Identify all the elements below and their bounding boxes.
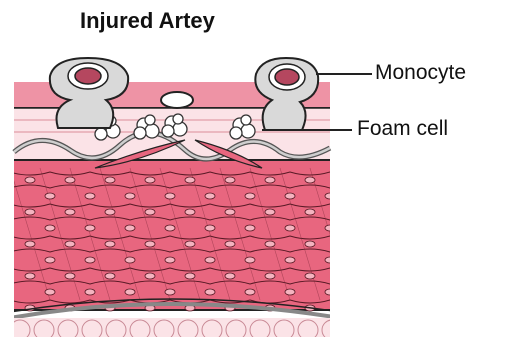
adventitia-cell <box>298 320 318 340</box>
adventitia-cell <box>58 320 78 340</box>
muscle-nucleus <box>105 273 115 279</box>
nucleus <box>75 68 101 84</box>
muscle-nucleus <box>125 193 135 199</box>
muscle-nucleus <box>305 273 315 279</box>
adventitia-cell <box>154 320 174 340</box>
muscle-nucleus <box>125 289 135 295</box>
muscle-nucleus <box>285 257 295 263</box>
muscle-nucleus <box>145 177 155 183</box>
muscle-nucleus <box>125 225 135 231</box>
muscle-nucleus <box>305 209 315 215</box>
muscle-nucleus <box>185 241 195 247</box>
muscle-nucleus <box>205 289 215 295</box>
adventitia-cell <box>322 320 342 340</box>
muscle-nucleus <box>85 289 95 295</box>
muscle-nucleus <box>105 177 115 183</box>
nucleus <box>275 69 299 85</box>
lumen-gap <box>161 92 193 108</box>
muscle-nucleus <box>125 257 135 263</box>
muscle-nucleus <box>205 225 215 231</box>
muscle-nucleus <box>25 241 35 247</box>
muscle-nucleus <box>165 225 175 231</box>
muscle-nucleus <box>185 209 195 215</box>
muscle-nucleus <box>285 193 295 199</box>
adventitia-cell <box>130 320 150 340</box>
adventitia-cell <box>82 320 102 340</box>
muscle-nucleus <box>245 289 255 295</box>
muscle-nucleus <box>145 241 155 247</box>
muscle-nucleus <box>165 289 175 295</box>
muscle-nucleus <box>85 257 95 263</box>
muscle-nucleus <box>325 289 335 295</box>
muscle-nucleus <box>185 177 195 183</box>
muscle-nucleus <box>85 193 95 199</box>
muscle-nucleus <box>25 273 35 279</box>
muscle-nucleus <box>245 225 255 231</box>
muscle-nucleus <box>185 273 195 279</box>
muscle-nucleus <box>265 273 275 279</box>
muscle-nucleus <box>105 241 115 247</box>
muscle-nucleus <box>245 193 255 199</box>
muscle-nucleus <box>45 225 55 231</box>
muscle-nucleus <box>305 177 315 183</box>
muscle-nucleus <box>285 289 295 295</box>
muscle-nucleus <box>265 241 275 247</box>
adventitia-cell <box>202 320 222 340</box>
adventitia-cell <box>226 320 246 340</box>
muscle-nucleus <box>165 193 175 199</box>
adventitia-cell <box>34 320 54 340</box>
muscle-nucleus <box>325 257 335 263</box>
adventitia-cell <box>274 320 294 340</box>
adventitia-cell <box>106 320 126 340</box>
muscle-nucleus <box>325 225 335 231</box>
muscle-nucleus <box>205 257 215 263</box>
muscle-nucleus <box>65 209 75 215</box>
muscle-nucleus <box>225 273 235 279</box>
adventitia-cell <box>10 320 30 340</box>
muscle-nucleus <box>245 257 255 263</box>
muscle-nucleus <box>145 273 155 279</box>
muscle-nucleus <box>225 209 235 215</box>
muscle-nucleus <box>165 257 175 263</box>
muscle-nucleus <box>85 225 95 231</box>
muscle-nucleus <box>305 241 315 247</box>
muscle-nucleus <box>225 241 235 247</box>
muscle-nucleus <box>45 289 55 295</box>
smooth-muscle-layer <box>10 160 340 310</box>
muscle-nucleus <box>225 177 235 183</box>
muscle-nucleus <box>65 273 75 279</box>
muscle-nucleus <box>325 193 335 199</box>
muscle-nucleus <box>145 209 155 215</box>
monocyte-label: Monocyte <box>375 61 466 85</box>
adventitia-cell <box>250 320 270 340</box>
muscle-cell-outline <box>340 168 380 300</box>
muscle-nucleus <box>65 177 75 183</box>
muscle-nucleus <box>45 193 55 199</box>
muscle-nucleus <box>25 209 35 215</box>
muscle-nucleus <box>65 241 75 247</box>
muscle-nucleus <box>25 177 35 183</box>
muscle-nucleus <box>265 177 275 183</box>
muscle-nucleus <box>105 209 115 215</box>
muscle-nucleus <box>265 209 275 215</box>
foam-cell-label: Foam cell <box>357 117 448 141</box>
adventitia-cell <box>178 320 198 340</box>
muscle-nucleus <box>285 225 295 231</box>
muscle-nucleus <box>45 257 55 263</box>
muscle-nucleus <box>205 193 215 199</box>
